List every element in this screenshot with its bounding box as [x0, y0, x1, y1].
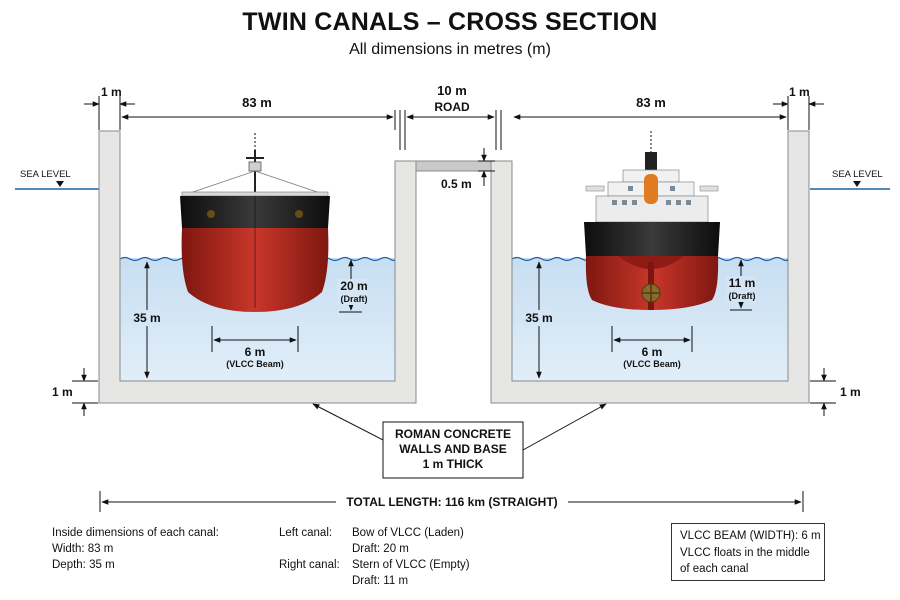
- left-ship-black-hull: [180, 196, 330, 228]
- left-ship-bow: [180, 133, 330, 312]
- beam-right-value: 6 m: [642, 345, 663, 359]
- notes-right-canal-desc: Stern of VLCC (Empty): [352, 559, 470, 571]
- notes-inside-title: Inside dimensions of each canal:: [52, 527, 219, 539]
- notes-left-canal-draft: Draft: 20 m: [352, 543, 409, 555]
- vlcc-beam-note-line-2: VLCC floats in the middle: [680, 546, 810, 559]
- vlcc-beam-note-box: VLCC BEAM (WIDTH): 6 m VLCC floats in th…: [671, 523, 825, 581]
- canal-width-left-dimension: 83 m: [242, 95, 272, 110]
- notes-canal-details: Bow of VLCC (Laden) Draft: 20 m Stern of…: [352, 525, 470, 589]
- notes-canal-labels: Left canal: Right canal:: [279, 525, 340, 573]
- sea-level-right: SEA LEVEL: [810, 169, 890, 190]
- callout-line-3: 1 m THICK: [423, 457, 484, 471]
- callout-box: [382, 421, 524, 479]
- vlcc-beam-note-line-3: of each canal: [680, 563, 749, 575]
- notes-left-canal-desc: Bow of VLCC (Laden): [352, 527, 464, 539]
- concrete-structure: [98, 130, 810, 404]
- sea-level-left: SEA LEVEL: [15, 169, 99, 190]
- wall-left-dimension: 1 m: [101, 85, 122, 99]
- notes-right-canal-draft: Draft: 11 m: [352, 575, 409, 587]
- depth-right-dimension: 35 m: [525, 311, 552, 325]
- diagram-subtitle: All dimensions in metres (m): [349, 41, 551, 58]
- anchor-left-icon: [207, 210, 215, 218]
- vlcc-beam-note-line-1: VLCC BEAM (WIDTH): 6 m: [680, 530, 821, 542]
- notes-left-canal-label: Left canal:: [279, 527, 333, 539]
- left-canal-concrete: [98, 130, 417, 404]
- right-ship-black-hull: [584, 222, 720, 256]
- sea-level-label-right: SEA LEVEL: [832, 169, 883, 180]
- road-width-dimension: 10 m: [437, 83, 467, 98]
- draft-right-label: (Draft): [729, 291, 756, 301]
- left-ship-red-hull: [181, 228, 329, 312]
- notes-inside-dimensions: Inside dimensions of each canal: Width: …: [52, 525, 219, 573]
- callout-line-1: ROMAN CONCRETE: [395, 427, 511, 441]
- callout-line-2: WALLS AND BASE: [399, 442, 507, 456]
- total-length-label: TOTAL LENGTH: 116 km (STRAIGHT): [346, 495, 557, 509]
- right-canal-concrete: [490, 130, 810, 404]
- draft-left-label: (Draft): [341, 294, 368, 304]
- right-ship-stern: [584, 131, 720, 310]
- anchor-right-icon: [295, 210, 303, 218]
- wall-right-dimension: 1 m: [789, 85, 810, 99]
- beam-left-value: 6 m: [245, 345, 266, 359]
- base-left-dimension: 1 m: [52, 385, 73, 399]
- sea-level-marker-left-icon: [56, 181, 64, 187]
- draft-right-value: 11 m: [729, 276, 756, 290]
- sea-level-marker-right-icon: [853, 181, 861, 187]
- depth-left-dimension: 35 m: [133, 311, 160, 325]
- sea-level-label-left: SEA LEVEL: [20, 169, 71, 180]
- notes-inside-width: Width: 83 m: [52, 543, 114, 555]
- draft-left-value: 20 m: [340, 279, 367, 293]
- notes-inside-depth: Depth: 35 m: [52, 559, 115, 571]
- road-label: ROAD: [434, 100, 470, 114]
- diagram-title: TWIN CANALS – CROSS SECTION: [242, 8, 658, 36]
- road-thickness-dimension: 0.5 m: [441, 177, 472, 191]
- beam-right-label: (VLCC Beam): [623, 359, 681, 369]
- beam-left-label: (VLCC Beam): [226, 359, 284, 369]
- base-right-dimension: 1 m: [840, 385, 861, 399]
- notes-right-canal-label: Right canal:: [279, 559, 340, 571]
- canal-width-right-dimension: 83 m: [636, 95, 666, 110]
- lifeboat-icon: [644, 174, 658, 204]
- road-slab: [415, 160, 492, 172]
